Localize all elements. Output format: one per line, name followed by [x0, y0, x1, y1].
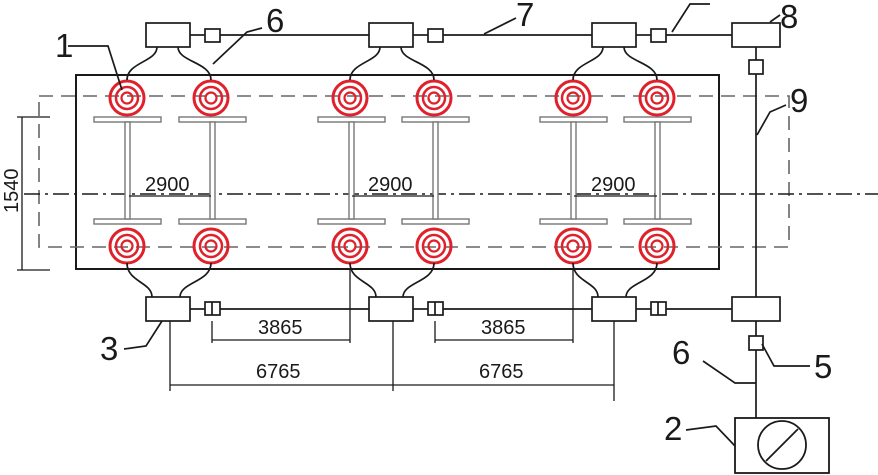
callout-7: 7	[516, 0, 534, 33]
coil-top-6	[638, 79, 676, 117]
coil-top-4	[415, 79, 453, 117]
dim-track-width: 1540	[1, 169, 23, 214]
callout-6-right: 6	[672, 334, 690, 371]
dim-pair-spacing-2: 3865	[481, 317, 526, 339]
coil-bottom-1	[108, 227, 146, 265]
valve-stubs	[190, 34, 659, 315]
coil-top-3	[331, 79, 369, 117]
bottom-pipework	[126, 262, 732, 310]
valve-box-bottom-1	[145, 296, 191, 322]
dim-pair-spacing-1: 3865	[258, 317, 303, 339]
axle-rods	[93, 116, 692, 225]
valve-box-bottom-4	[731, 296, 781, 322]
coil-bottom-5	[554, 227, 592, 265]
dim-group-spacing-1: 6765	[256, 361, 301, 383]
dashed-outline	[38, 95, 790, 248]
callout-3: 3	[100, 330, 118, 367]
callout-1: 1	[55, 27, 73, 64]
callout-2: 2	[664, 410, 682, 447]
vehicle-frame	[75, 74, 720, 270]
valve-box-top-3	[591, 22, 637, 48]
callout-leaders	[68, 3, 810, 447]
valve-units	[145, 22, 781, 351]
dim-group-spacing-2: 6765	[479, 361, 524, 383]
coil-top-1	[108, 79, 146, 117]
coil-top-5	[554, 79, 592, 117]
coil-top-2	[192, 79, 230, 117]
callout-8: 8	[780, 0, 798, 35]
callout-6-top: 6	[266, 2, 284, 39]
coil-bottom-4	[415, 227, 453, 265]
coil-bottom-2	[192, 227, 230, 265]
coil-bottom-6	[638, 227, 676, 265]
callout-5: 5	[814, 348, 832, 385]
dim-axle-spacing-2: 2900	[368, 174, 413, 196]
callout-9: 9	[790, 82, 808, 119]
valve-box-bottom-3	[591, 296, 637, 322]
compressor	[734, 417, 830, 474]
valve-box-bottom-2	[368, 296, 414, 322]
valve-box-top-1	[145, 22, 191, 48]
valve-box-top-2	[368, 22, 414, 48]
dim-axle-spacing-1: 2900	[145, 174, 190, 196]
valve-box-top-4	[731, 22, 781, 48]
dimension-lines	[17, 116, 657, 401]
coil-bottom-3	[331, 227, 369, 265]
brake-coils	[108, 79, 676, 265]
dim-axle-spacing-3: 2900	[591, 174, 636, 196]
